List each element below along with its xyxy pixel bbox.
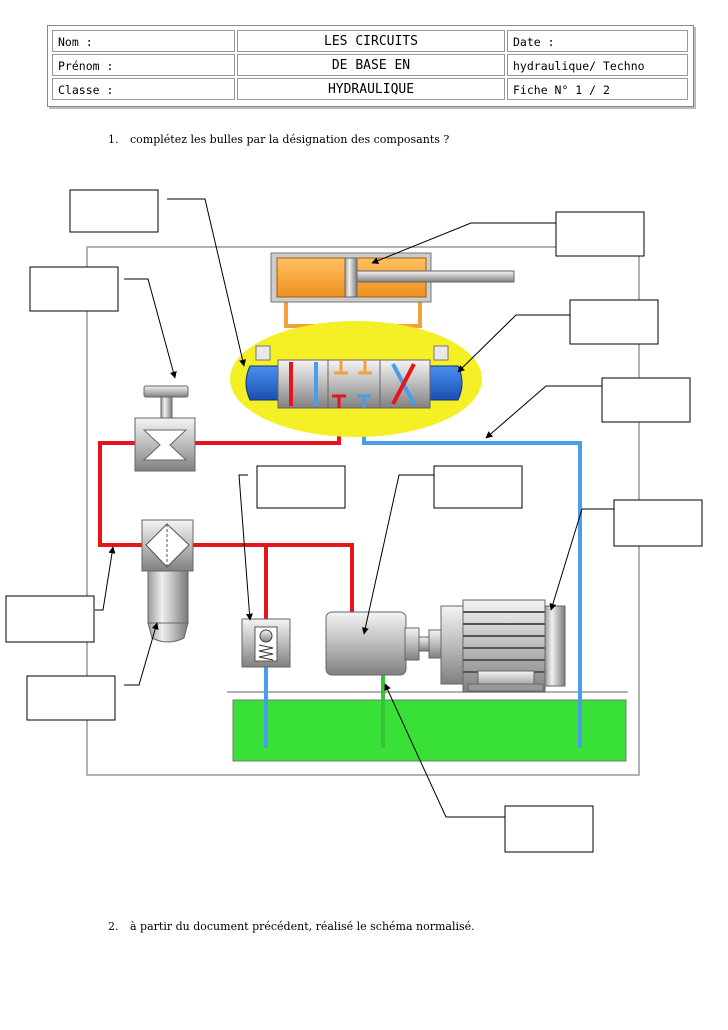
filter	[141, 519, 194, 643]
question-1-number: 1.	[108, 133, 119, 146]
title-line-1: LES CIRCUITS	[237, 30, 505, 52]
question-1-text: complétez les bulles par la désignation …	[130, 133, 450, 146]
bubble-7[interactable]	[433, 465, 523, 509]
directional-valve-4-3	[230, 321, 482, 437]
bubble-4[interactable]	[569, 299, 659, 345]
bubble-6[interactable]	[256, 465, 346, 509]
sheet-number: Fiche N° 1 / 2	[507, 78, 688, 100]
label-bubbles	[5, 189, 703, 853]
pressure-relief-valve	[241, 618, 291, 668]
solenoid-left	[245, 365, 279, 401]
bubble-3[interactable]	[29, 266, 119, 312]
date-field[interactable]: Date :	[507, 30, 688, 52]
bubble-11[interactable]	[504, 805, 594, 853]
bubble-9[interactable]	[5, 595, 95, 643]
title-line-2: DE BASE EN	[237, 54, 505, 76]
bubble-1[interactable]	[69, 189, 159, 233]
question-2-text: à partir du document précédent, réalisé …	[130, 920, 475, 933]
bubble-8[interactable]	[613, 499, 703, 547]
nom-field[interactable]: Nom :	[52, 30, 235, 52]
flow-control-valve	[134, 385, 196, 472]
prenom-field[interactable]: Prénom :	[52, 54, 235, 76]
bubble-2[interactable]	[555, 211, 645, 257]
electric-motor	[440, 599, 566, 693]
double-acting-cylinder	[270, 252, 515, 303]
solenoid-right	[429, 365, 463, 401]
question-2-number: 2.	[108, 920, 119, 933]
tank-fluid	[232, 699, 627, 762]
bubble-5[interactable]	[601, 377, 691, 423]
hydraulic-pump	[325, 611, 442, 676]
classe-field[interactable]: Classe :	[52, 78, 235, 100]
subject-label: hydraulique/ Techno	[507, 54, 688, 76]
bubble-10[interactable]	[26, 675, 116, 721]
leader-arrows	[95, 198, 614, 818]
title-line-3: HYDRAULIQUE	[237, 78, 505, 100]
header-table: Nom : LES CIRCUITS Date : Prénom : DE BA…	[47, 25, 694, 107]
